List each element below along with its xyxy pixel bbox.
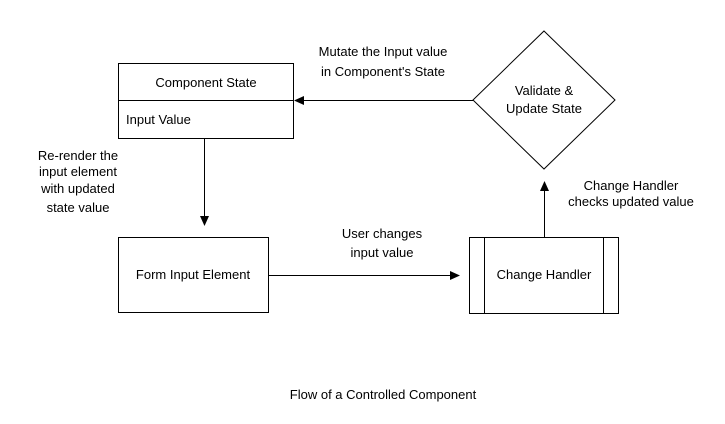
rerender-edge-label-line2: input element: [39, 164, 117, 179]
rerender-edge-label-line3: with updated: [40, 181, 115, 196]
change-handler-box: [469, 237, 619, 314]
change-handler-node: Change Handler: [469, 237, 619, 314]
user-changes-edge-arrowhead: [450, 271, 460, 280]
mutate-edge-label-line2: in Component's State: [321, 64, 445, 79]
validate-update-node: Validate & Update State: [472, 30, 616, 170]
component-state-node: Component State Input Value: [118, 63, 294, 139]
user-changes-edge-label-line2: input value: [351, 245, 414, 260]
handler-checks-edge: Change Handler checks updated value: [540, 178, 694, 237]
validate-update-line1: Validate &: [515, 83, 574, 98]
component-state-field: Input Value: [126, 112, 191, 127]
form-input-label: Form Input Element: [136, 267, 251, 282]
user-changes-edge: User changes input value: [269, 226, 460, 280]
mutate-edge-label-line1: Mutate the Input value: [319, 44, 448, 59]
change-handler-label: Change Handler: [497, 267, 592, 282]
form-input-box: [118, 237, 269, 313]
validate-update-line2: Update State: [506, 101, 582, 116]
rerender-edge-arrowhead: [200, 216, 209, 226]
rerender-edge-label-line1: Re-render the: [38, 148, 118, 163]
rerender-edge: Re-render the input element with updated…: [38, 139, 209, 226]
handler-checks-edge-arrowhead: [540, 181, 549, 191]
handler-checks-edge-label-line1: Change Handler: [584, 178, 679, 193]
diagram-caption: Flow of a Controlled Component: [290, 387, 477, 402]
mutate-edge: Mutate the Input value in Component's St…: [294, 44, 473, 105]
validate-update-diamond: [472, 30, 616, 170]
user-changes-edge-label-line1: User changes: [342, 226, 423, 241]
handler-checks-edge-label-line2: checks updated value: [568, 194, 694, 209]
form-input-node: Form Input Element: [118, 237, 269, 313]
component-state-title: Component State: [155, 75, 256, 90]
mutate-edge-arrowhead: [294, 96, 304, 105]
rerender-edge-label-line4: state value: [47, 200, 110, 215]
